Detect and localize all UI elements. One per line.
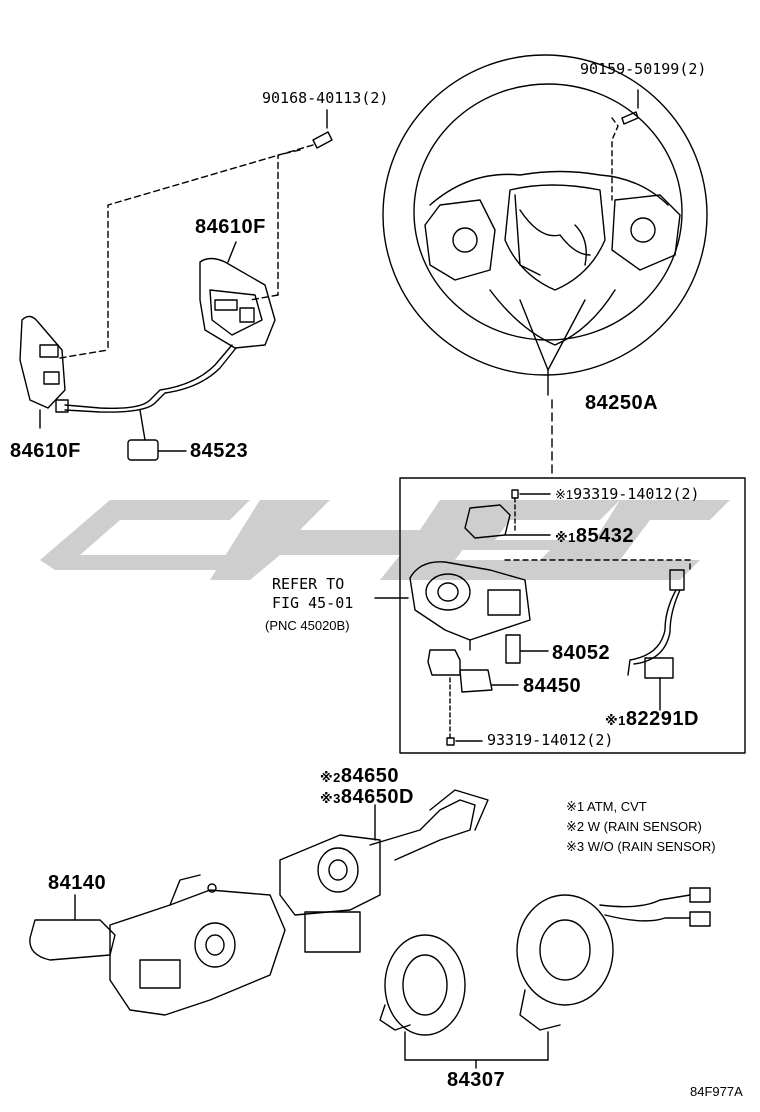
refer-line-1: REFER TO	[272, 575, 345, 593]
marker-2: ※2	[320, 770, 341, 785]
label-84650-text: 84650	[340, 765, 399, 787]
marker-1: ※1	[555, 487, 574, 502]
switch-lower-drawing	[19, 315, 66, 429]
label-switch-lower: 84610F	[10, 440, 81, 462]
detail-box	[399, 477, 746, 754]
wire-harness-drawing	[55, 344, 237, 461]
label-85432: ※185432	[555, 526, 634, 546]
label-wire-84523: 84523	[190, 440, 249, 462]
switch-upper-drawing	[199, 241, 276, 349]
label-screw-upper-text: 93319-14012(2)	[573, 485, 700, 503]
diagram-id: 84F977A	[690, 1084, 743, 1099]
label-84307: 84307	[447, 1069, 506, 1091]
label-84140: 84140	[48, 872, 107, 894]
watermark-logo	[40, 500, 730, 580]
switch-84650-drawing	[279, 789, 489, 953]
marker-1: ※1	[555, 530, 576, 545]
label-bolt-wheel: 90159-50199(2)	[580, 60, 707, 78]
steering-wheel-drawing	[382, 54, 708, 396]
bolt-switch-drawing	[59, 109, 333, 359]
clock-spring-left-drawing	[379, 934, 466, 1061]
note-2: ※2 W (RAIN SENSOR)	[566, 819, 702, 834]
label-84650d-text: 84650D	[340, 786, 414, 808]
marker-1: ※1	[605, 713, 626, 728]
label-84650d: ※384650D	[320, 787, 414, 807]
refer-line-3: (PNC 45020B)	[265, 618, 350, 633]
label-82291d: ※182291D	[605, 709, 699, 729]
label-85432-text: 85432	[575, 525, 634, 547]
label-screw-lower: 93319-14012(2)	[487, 731, 614, 749]
label-82291d-text: 82291D	[625, 708, 699, 730]
refer-line-2: FIG 45-01	[272, 594, 354, 612]
marker-3: ※3	[320, 791, 341, 806]
clock-spring-right-drawing	[516, 887, 711, 1061]
switch-84140-drawing	[29, 874, 286, 1016]
label-84650: ※284650	[320, 766, 399, 786]
label-bolt-switch: 90168-40113(2)	[262, 89, 389, 107]
label-switch-upper: 84610F	[195, 216, 266, 238]
box-contents-drawing	[409, 489, 691, 746]
note-3: ※3 W/O (RAIN SENSOR)	[566, 839, 716, 854]
label-84450: 84450	[523, 675, 582, 697]
label-screw-upper: ※193319-14012(2)	[555, 487, 700, 502]
bolt-wheel-drawing	[611, 89, 639, 201]
label-84052: 84052	[552, 642, 611, 664]
label-wheel-84250a: 84250A	[585, 392, 659, 414]
note-1: ※1 ATM, CVT	[566, 799, 647, 814]
